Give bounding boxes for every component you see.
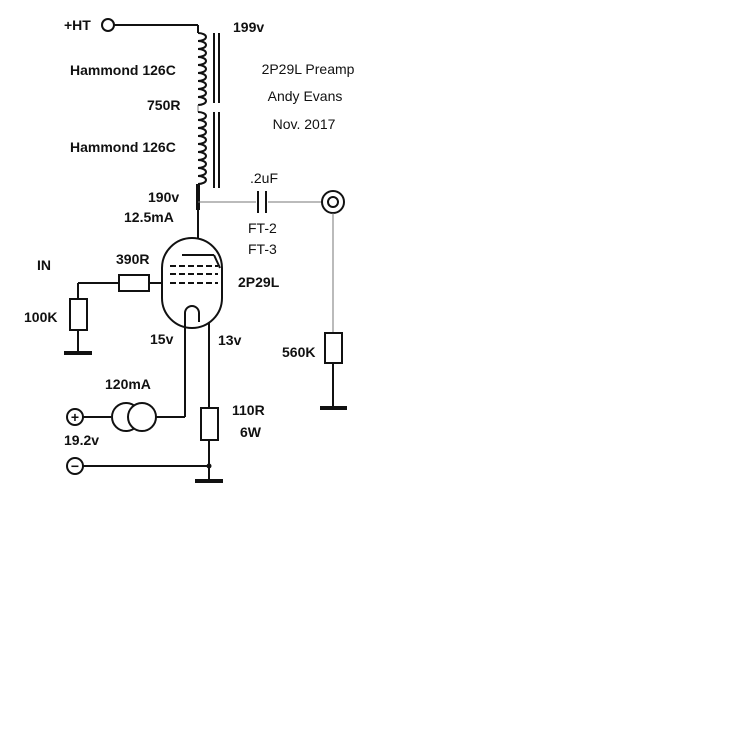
input-label: IN [37,257,51,273]
lower-choke-coil [197,111,207,185]
upper-choke-label: Hammond 126C [70,62,176,78]
minus-sign: − [71,458,79,474]
lower-choke-label: Hammond 126C [70,139,176,155]
filament-current-label: 120mA [105,376,151,392]
grid-leak-label: 100K [24,309,57,325]
ht-terminal [101,18,115,32]
supply-voltage-label: 19.2v [64,432,99,448]
filament-right-voltage-label: 13v [218,332,242,348]
output-resistor [324,332,343,364]
cathode-power-label: 6W [240,424,262,440]
upper-choke-coil [197,32,207,106]
cathode-resistor [200,407,219,441]
anode-voltage-label: 190v [148,189,179,205]
grid-stopper-resistor [118,274,150,292]
filament-left-voltage-label: 15v [150,331,174,347]
date-label: Nov. 2017 [273,116,336,132]
anode-current-label: 12.5mA [124,209,174,225]
supply-plus-terminal [66,408,84,426]
coupling-cap-label: .2uF [250,170,278,186]
transformer-a-label: FT-2 [248,220,277,236]
plus-sign: + [71,409,79,425]
top-voltage-label: 199v [233,19,264,35]
author-label: Andy Evans [268,88,343,104]
title-label: 2P29L Preamp [262,61,355,77]
grid-leak-resistor [69,298,88,331]
supply-minus-terminal [66,457,84,475]
cathode-resistor-label: 110R [232,402,265,418]
tube-filament [184,305,200,322]
output-resistor-label: 560K [282,344,315,360]
choke-dcr-label: 750R [147,97,180,113]
grid-stopper-label: 390R [116,251,149,267]
supply-label: +HT [64,17,91,33]
transformer-b-label: FT-3 [248,241,277,257]
tube-label: 2P29L [238,274,280,290]
